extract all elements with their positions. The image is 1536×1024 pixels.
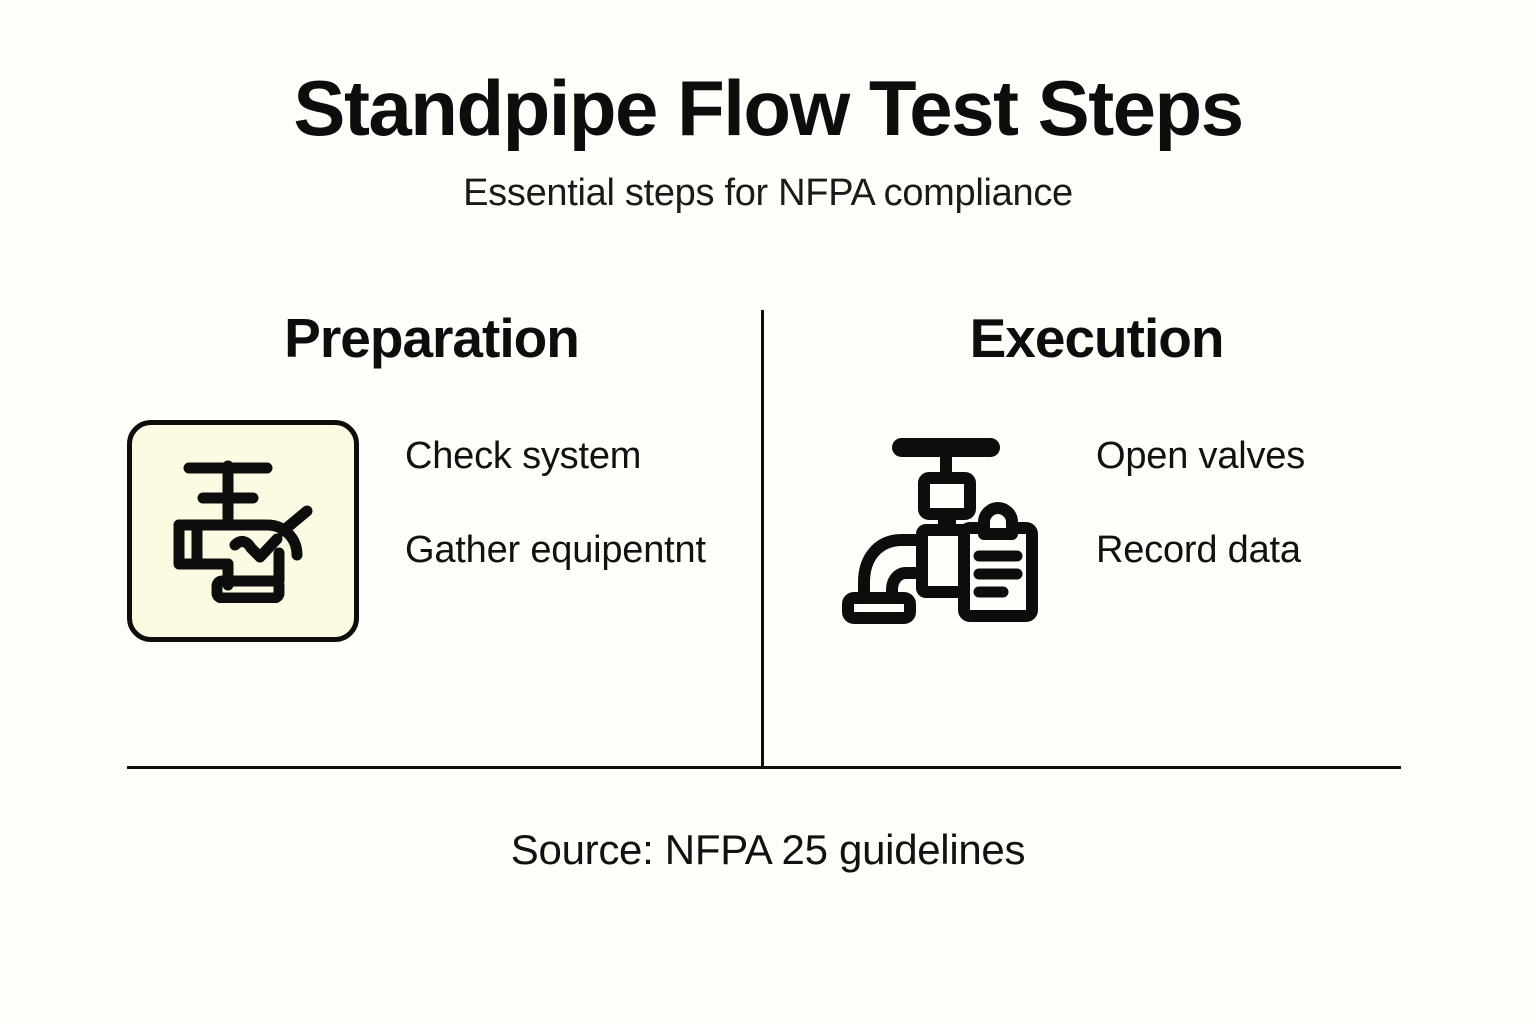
- column-body-preparation: Check system Gather equipentnt: [127, 419, 736, 642]
- column-heading-execution: Execution: [969, 307, 1225, 369]
- page-title: Standpipe Flow Test Steps: [293, 64, 1244, 152]
- header: Standpipe Flow Test Steps Essential step…: [0, 64, 1536, 215]
- column-heading-preparation: Preparation: [284, 307, 580, 369]
- column-body-execution: Open valves Record data: [792, 420, 1401, 642]
- step-item: Open valves: [1096, 434, 1306, 477]
- valve-clipboard-icon-wrap: [820, 420, 1060, 642]
- faucet-icon-tile: [127, 419, 359, 642]
- footer: Source: NFPA 25 guidelines: [0, 826, 1536, 874]
- faucet-icon: [167, 453, 319, 608]
- steps-preparation: Check system Gather equipentnt: [359, 420, 736, 575]
- horizontal-divider: [127, 766, 1401, 769]
- step-item: Record data: [1096, 529, 1301, 572]
- columns-container: Preparation: [127, 307, 1401, 766]
- step-item: Check system: [405, 434, 642, 477]
- valve-clipboard-icon: [840, 430, 1040, 631]
- column-execution: Execution: [764, 307, 1401, 766]
- source-note: Source: NFPA 25 guidelines: [510, 826, 1026, 873]
- column-preparation: Preparation: [127, 307, 764, 766]
- step-item: Gather equipentnt: [405, 529, 706, 572]
- page-subtitle: Essential steps for NFPA compliance: [463, 171, 1073, 214]
- steps-execution: Open valves Record data: [1060, 420, 1401, 575]
- vertical-divider: [761, 310, 764, 768]
